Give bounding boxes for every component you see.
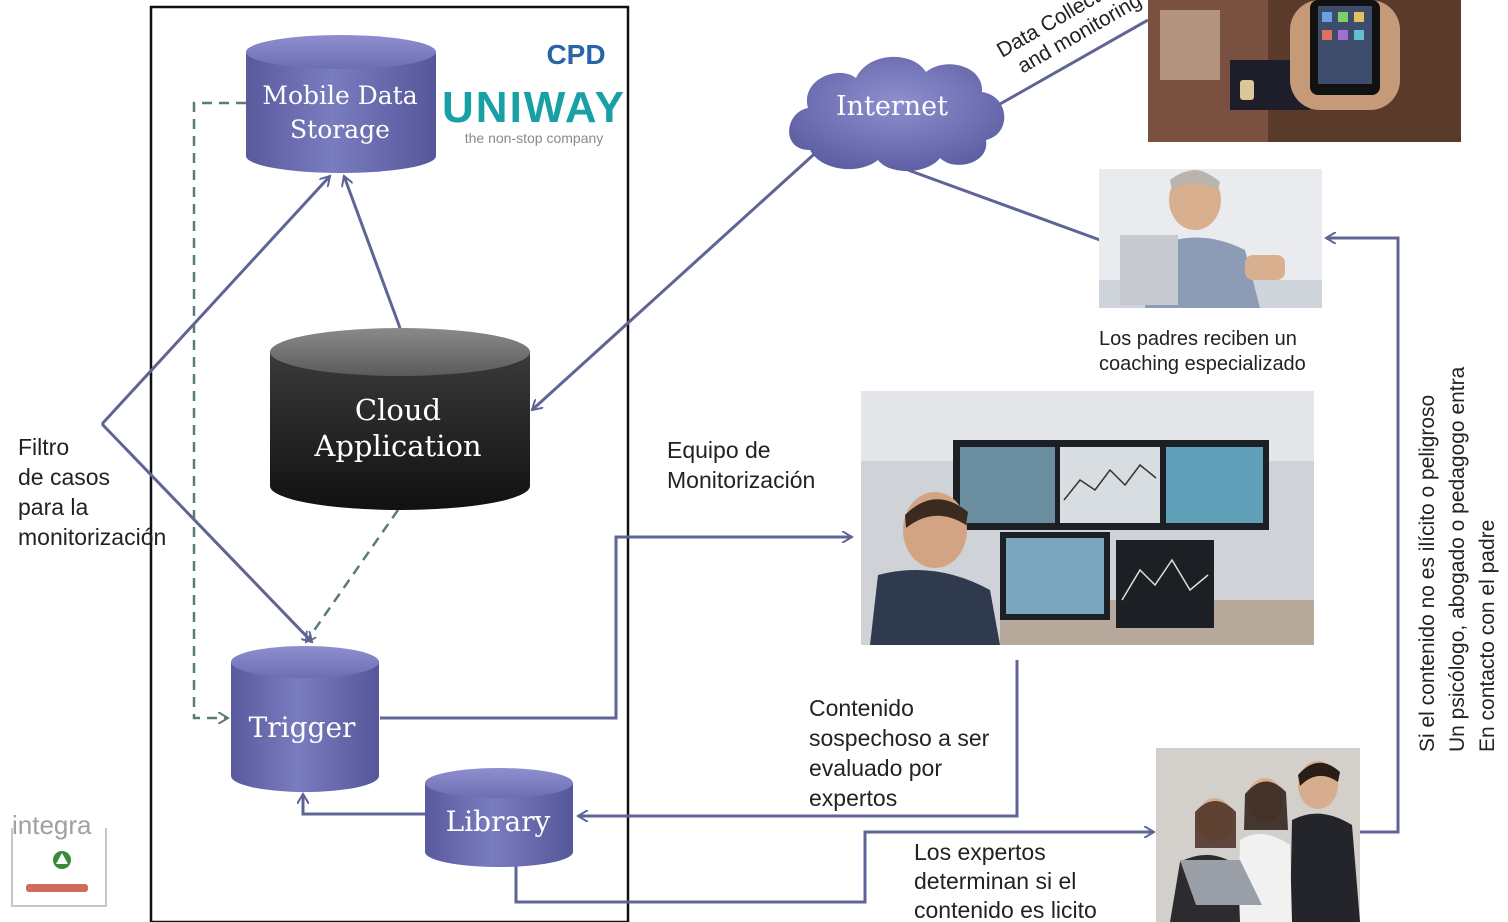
parents-line2: coaching especializado [1099, 353, 1306, 375]
suspicious-line2: sospechoso a ser [809, 725, 990, 751]
experts-line3: contenido es licito [914, 897, 1097, 922]
experts-label: Los expertos determinan si el contenido … [914, 839, 1097, 922]
vertical-line2: Un psicólogo, abogado o pedagogo entra [1446, 366, 1469, 752]
photo-monitoring-desk [861, 391, 1314, 645]
uniway-logo: UNIWAY [442, 83, 626, 132]
filter-line2: de casos [18, 464, 110, 490]
experts-line1: Los expertos [914, 839, 1046, 865]
photo-phone-user [1148, 0, 1461, 142]
suspicious-content-label: Contenido sospechoso a ser evaluado por … [809, 695, 990, 811]
arrow-trigger-to-monitoring [380, 537, 852, 720]
cylinder-trigger: Trigger [231, 646, 379, 792]
uniway-tagline: the non-stop company [465, 130, 604, 146]
arrow-monitoring-to-library [578, 660, 1019, 816]
cpd-label: CPD [546, 39, 605, 70]
filter-arrow-down [100, 422, 312, 642]
dashed-storage-to-trigger [192, 101, 246, 718]
trigger-label: Trigger [249, 711, 356, 744]
integra-logo: integra [11, 810, 107, 907]
cpd-boundary [149, 5, 630, 922]
internet-label: Internet [836, 91, 948, 122]
monitoring-line2: Monitorización [667, 467, 815, 493]
cylinder-mobile-storage: Mobile Data Storage [246, 35, 436, 173]
integra-logo-text: integra [12, 810, 92, 840]
vertical-note: Si el contenido no es ilícito o peligros… [1416, 366, 1499, 752]
cylinder-cloud-application: Cloud Application [270, 328, 530, 510]
filter-line1: Filtro [18, 434, 69, 460]
line-internet-to-parent [907, 168, 1101, 242]
experts-line2: determinan si el [914, 868, 1076, 894]
suspicious-line3: evaluado por [809, 755, 942, 781]
filter-label: Filtro de casos para la monitorización [18, 434, 166, 550]
parents-line1: Los padres reciben un [1099, 328, 1297, 350]
arrow-internet-to-cloud [532, 145, 824, 410]
filter-line3: para la [18, 494, 89, 520]
monitoring-team-label: Equipo de Monitorización [667, 437, 815, 493]
arrow-library-to-trigger [303, 794, 426, 816]
filter-line4: monitorización [18, 524, 166, 550]
arrow-cloud-to-storage [344, 176, 402, 329]
suspicious-line4: expertos [809, 785, 897, 811]
library-label: Library [446, 805, 551, 838]
cylinder-library: Library [425, 768, 573, 867]
internet-cloud: Internet [789, 56, 1005, 172]
line-internet-to-phone [999, 18, 1149, 106]
dashed-cloud-to-trigger [306, 509, 400, 642]
storage-label-line1: Mobile Data [262, 81, 417, 110]
vertical-line3: En contacto con el padre [1476, 520, 1499, 752]
parents-label: Los padres reciben un coaching especiali… [1099, 328, 1306, 375]
suspicious-line1: Contenido [809, 695, 914, 721]
cloud-label-line1: Cloud [355, 393, 441, 427]
storage-label-line2: Storage [290, 115, 390, 144]
filter-arrow-up [100, 176, 330, 426]
arrow-library-to-experts [514, 832, 1154, 904]
vertical-line1: Si el contenido no es ilícito o peligros… [1416, 395, 1439, 752]
photo-experts-group [1156, 748, 1360, 922]
data-collection-label: Data Collection and monitoring [993, 0, 1145, 78]
monitoring-line1: Equipo de [667, 437, 771, 463]
cloud-label-line2: Application [313, 429, 481, 463]
photo-parent-laptop [1099, 169, 1322, 308]
arrow-experts-to-parent [1326, 238, 1400, 834]
